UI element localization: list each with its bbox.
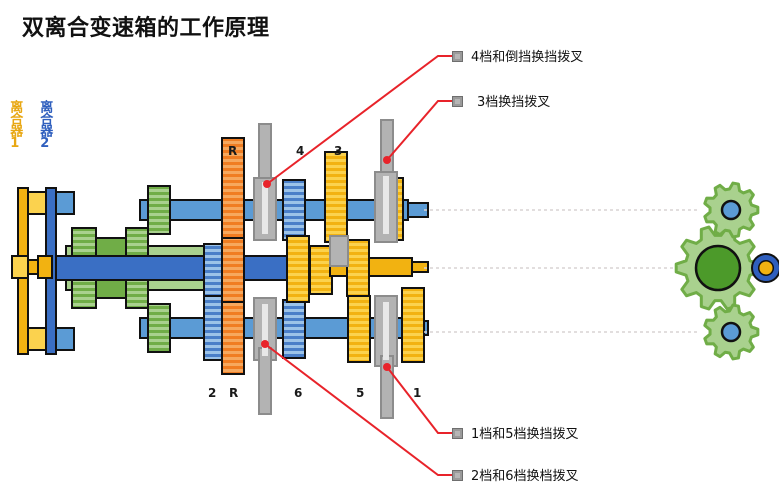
callout-fork-1-5-text: 1档和5档换挡拨叉 (471, 427, 579, 442)
callout-fork-3-anchor-dot (383, 156, 391, 164)
green-gear-center-upper (71, 227, 97, 309)
callout-fork-1-5-marker[interactable] (452, 428, 463, 439)
gear-number-label: 3 (334, 144, 343, 158)
gear-icon-bottom (703, 303, 760, 361)
clutch-2-assembly (37, 187, 75, 355)
callout-fork-2-6-text: 2档和6档换档拨叉 (471, 469, 579, 484)
output-gear-gold (346, 239, 370, 297)
green-gear-center-outer (125, 227, 149, 309)
callout-fork-1-5-anchor-dot (383, 363, 391, 371)
gear-number-label: 6 (294, 386, 303, 400)
clutch-1-label: 离合器1 (7, 100, 23, 150)
shift-fork-3 (374, 119, 398, 243)
bottom-gear-1 (401, 287, 425, 363)
page-title: 双离合变速箱的工作原理 (22, 16, 270, 41)
bottom-gear-green (147, 303, 171, 353)
gear-number-label: 4 (296, 144, 305, 158)
callout-fork-3-text: 3档换挡拨叉 (477, 95, 551, 110)
callout-fork-2-6-anchor-dot (261, 340, 269, 348)
top-gear-green (147, 185, 171, 235)
gear-number-label: 1 (413, 386, 422, 400)
gear-number-label: R (228, 144, 238, 158)
callout-fork-4-reverse-text: 4档和倒挡换挡拨叉 (471, 50, 584, 65)
clutch-2-label: 离合器2 (37, 100, 53, 150)
callout-fork-3-marker[interactable] (452, 96, 463, 107)
gear-number-label: R (229, 386, 239, 400)
shift-fork-4-reverse (253, 123, 277, 241)
shift-fork-2-6 (253, 297, 277, 415)
target-circle-icon (751, 253, 779, 283)
gear-number-label: 5 (356, 386, 365, 400)
callout-fork-4-reverse-leader (266, 55, 452, 185)
callout-fork-2-6-marker[interactable] (452, 470, 463, 481)
callout-fork-3-leader (386, 100, 452, 161)
green-gear-center-hub (95, 237, 127, 299)
gear-number-label: 2 (208, 386, 217, 400)
callout-fork-4-reverse-marker[interactable] (452, 51, 463, 62)
gear-icon-large (674, 225, 762, 311)
callout-fork-1-5-leader (386, 366, 452, 434)
callout-fork-4-reverse-anchor-dot (263, 180, 271, 188)
gear-icon-top (703, 181, 760, 239)
callout-fork-2-6-leader (264, 343, 452, 476)
